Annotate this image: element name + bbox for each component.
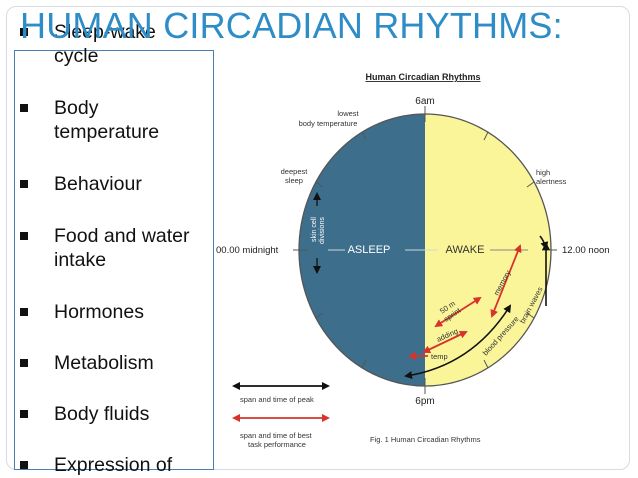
bullet-text: Expression of [54,454,173,476]
bullet-marker [20,461,28,469]
bullet-marker [20,308,28,316]
legend-peak-label: span and time of peak [240,395,314,404]
slide-frame [6,6,630,470]
blood-pressure-arrow [404,304,512,380]
label-6am: 6am [415,96,434,107]
label-noon: 12.00 noon [562,245,610,256]
brain-waves-arrowtail [539,235,549,250]
clock-ticks [293,106,557,394]
label-sleep: sleep [285,176,303,185]
label-lowest: lowest [337,109,359,118]
figure-caption: Fig. 1 Human Circadian Rhythms [370,435,481,444]
bullet-text: temperature [54,121,160,143]
label-awake: AWAKE [446,244,485,256]
bullet-text: Body [54,97,99,119]
label-deepest: deepest [281,167,309,176]
bullet-text: Food and water [54,225,190,247]
bullet-marker [20,359,28,367]
diagram-heading: Human Circadian Rhythms [365,72,480,82]
bullet-text: Sleep-wake [54,21,156,43]
label-asleep: ASLEEP [348,244,391,256]
label-divisions: divisions [319,217,326,244]
label-alertness: alertness [536,177,567,186]
bullet-marker [20,180,28,188]
bullet-marker [20,232,28,240]
slide-title: HUMAN CIRCADIAN RHYTHMS: [20,5,563,46]
asleep-half [299,114,425,386]
bullet-text: Body fluids [54,403,150,425]
label-temp: temp [431,352,448,361]
bullet-text: Metabolism [54,352,154,374]
label-midnight: 00.00 midnight [216,245,279,256]
bullet-text: cycle [54,45,99,67]
legend-best-label-1: span and time of best [240,431,313,440]
bullet-marker [20,410,28,418]
bullet-list-box [14,50,214,470]
legend-best-label-2: task performance [248,440,306,449]
bullet-text: Hormones [54,301,144,323]
bullet-marker [20,104,28,112]
label-skin-cell: skin cell [311,217,318,242]
bullet-text: Behaviour [54,173,142,195]
circadian-diagram: Human Circadian Rhythms 6am 6pm 00.00 mi… [216,72,610,449]
label-body-temperature: body temperature [299,119,358,128]
bullet-text: intake [54,249,107,271]
label-high: high [536,168,550,177]
bullet-marker [20,28,28,36]
label-6pm: 6pm [415,396,434,407]
